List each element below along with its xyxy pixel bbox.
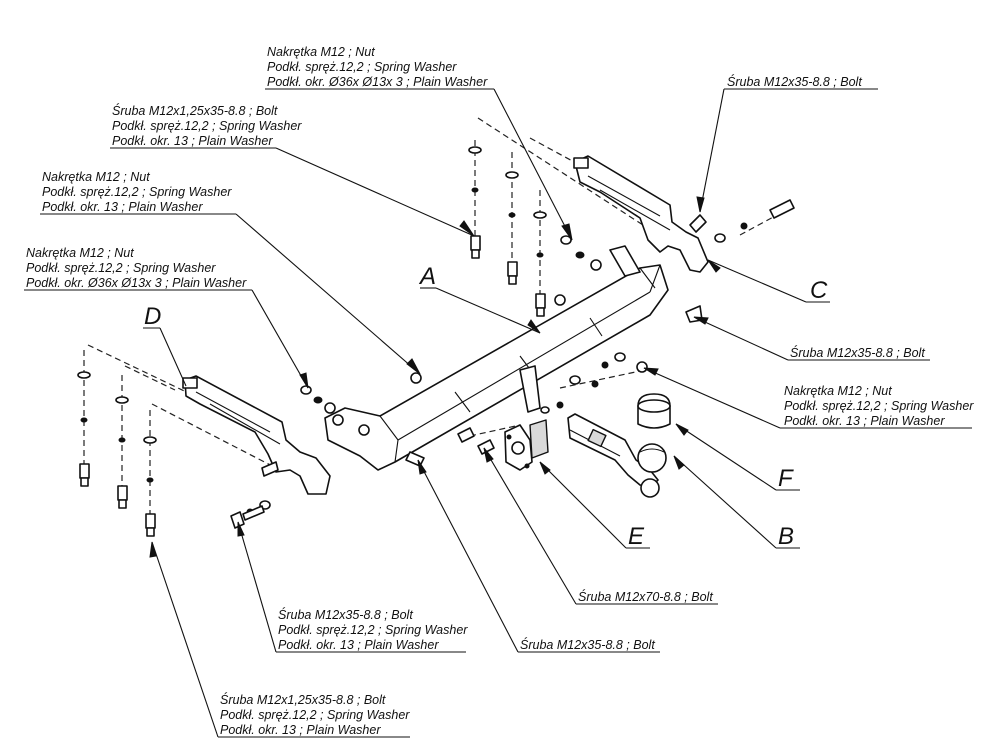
label-line: Nakrętka M12 ; Nut	[26, 246, 134, 260]
label-line: Podkł. spręż.12,2 ; Spring Washer	[26, 261, 216, 275]
label-right-nut: Nakrętka M12 ; Nut Podkł. spręż.12,2 ; S…	[784, 384, 974, 428]
label-bolt-m12x70: Śruba M12x70-8.8 ; Bolt	[578, 589, 713, 604]
label-top-nut: Nakrętka M12 ; Nut Podkł. spręż.12,2 ; S…	[267, 45, 488, 89]
part-label-e: E	[628, 523, 645, 550]
label-line: Śruba M12x1,25x35-8.8 ; Bolt	[220, 692, 386, 707]
ball-cap-f	[637, 393, 671, 429]
socket-plate-e	[504, 419, 549, 471]
bolt-left-2	[117, 485, 128, 509]
label-right-bolt-mid: Śruba M12x35-8.8 ; Bolt	[790, 345, 925, 360]
label-line: Podkł. okr. 13 ; Plain Washer	[112, 134, 273, 148]
frame-guide-lines	[83, 117, 791, 520]
bolt-left-1	[79, 463, 90, 487]
label-left-bolt-fine-top: Śruba M12x1,25x35-8.8 ; Bolt Podkł. sprę…	[112, 103, 302, 148]
bolt-top-1	[470, 235, 481, 259]
crossbar-a	[324, 245, 669, 471]
label-top-bolt-right: Śruba M12x35-8.8 ; Bolt	[727, 74, 862, 89]
label-line: Nakrętka M12 ; Nut	[42, 170, 150, 184]
label-line: Śruba M12x35-8.8 ; Bolt	[520, 637, 655, 652]
bracket-d	[182, 375, 331, 495]
label-line: Podkł. spręż.12,2 ; Spring Washer	[42, 185, 232, 199]
label-line: Śruba M12x70-8.8 ; Bolt	[578, 589, 713, 604]
label-line: Podkł. spręż.12,2 ; Spring Washer	[112, 119, 302, 133]
label-line: Śruba M12x1,25x35-8.8 ; Bolt	[112, 103, 278, 118]
part-label-d: D	[144, 303, 161, 330]
part-label-b: B	[778, 523, 794, 550]
label-line: Podkł. okr. 13 ; Plain Washer	[42, 200, 203, 214]
label-line: Podkł. okr. Ø36x Ø13x 3 ; Plain Washer	[267, 75, 488, 89]
label-left-nut-mid: Nakrętka M12 ; Nut Podkł. spręż.12,2 ; S…	[42, 170, 232, 214]
label-line: Śruba M12x35-8.8 ; Bolt	[727, 74, 862, 89]
label-line: Śruba M12x35-8.8 ; Bolt	[278, 607, 413, 622]
bolt-top-3	[535, 293, 546, 317]
bracket-c	[573, 155, 709, 273]
ball-mount-b	[567, 413, 667, 498]
label-line: Podkł. okr. 13 ; Plain Washer	[278, 638, 439, 652]
label-line: Podkł. spręż.12,2 ; Spring Washer	[220, 708, 410, 722]
label-left-bolt-fine-bottom: Śruba M12x1,25x35-8.8 ; Bolt Podkł. sprę…	[220, 692, 410, 737]
label-bolt-m12x35-center: Śruba M12x35-8.8 ; Bolt	[520, 637, 655, 652]
part-label-c: C	[810, 277, 828, 304]
part-label-f: F	[778, 465, 794, 492]
label-line: Podkł. spręż.12,2 ; Spring Washer	[784, 399, 974, 413]
label-line: Podkł. spręż.12,2 ; Spring Washer	[278, 623, 468, 637]
leader-lines	[24, 88, 972, 738]
label-line: Podkł. spręż.12,2 ; Spring Washer	[267, 60, 457, 74]
label-left-bolt-low: Śruba M12x35-8.8 ; Bolt Podkł. spręż.12,…	[278, 607, 468, 652]
label-line: Nakrętka M12 ; Nut	[784, 384, 892, 398]
horizontal-bolts	[230, 199, 795, 529]
bolt-left-3	[145, 513, 156, 537]
part-label-a: A	[418, 263, 436, 290]
label-line: Śruba M12x35-8.8 ; Bolt	[790, 345, 925, 360]
bolt-top-2	[507, 261, 518, 285]
label-line: Podkł. okr. 13 ; Plain Washer	[784, 414, 945, 428]
label-line: Podkł. okr. Ø36x Ø13x 3 ; Plain Washer	[26, 276, 247, 290]
label-line: Nakrętka M12 ; Nut	[267, 45, 375, 59]
washers	[77, 146, 748, 516]
vertical-bolts	[79, 235, 546, 537]
label-line: Podkł. okr. 13 ; Plain Washer	[220, 723, 381, 737]
label-left-nut-low: Nakrętka M12 ; Nut Podkł. spręż.12,2 ; S…	[26, 246, 247, 290]
arrowheads	[149, 196, 721, 558]
